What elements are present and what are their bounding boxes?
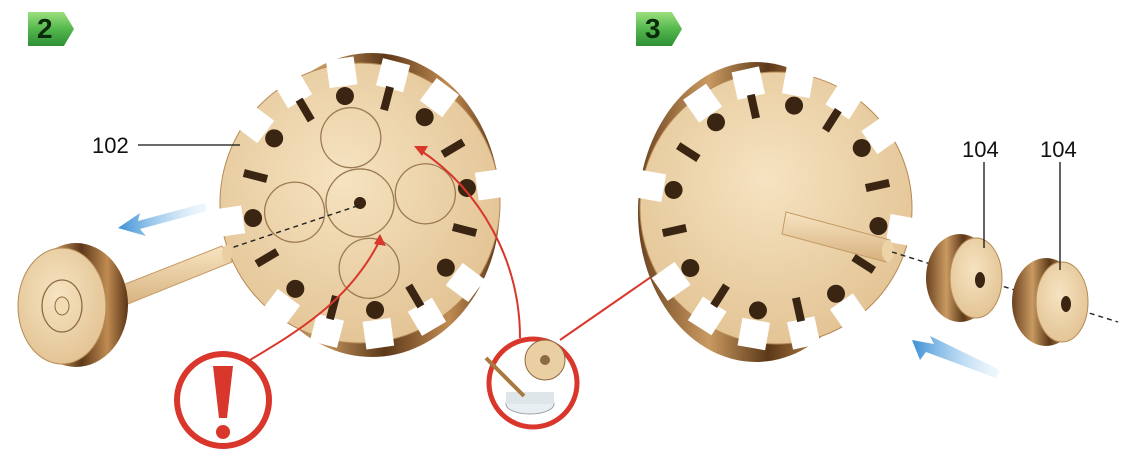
part-label-104-a: 104 [962, 137, 999, 163]
step-number-2: 2 [37, 13, 53, 44]
glue-tool-icon [486, 339, 577, 427]
warning-exclamation-icon [177, 354, 269, 446]
disk-assembled [611, 43, 940, 372]
axle-wheel [18, 243, 232, 367]
direction-arrow-icon [118, 203, 207, 236]
part-label-102: 102 [92, 133, 129, 159]
spacer-104-b [1012, 258, 1088, 346]
direction-arrow-icon-step3 [912, 336, 1000, 378]
step-number-3: 3 [645, 13, 661, 44]
spacer-104-a [926, 234, 1002, 322]
part-label-104-b: 104 [1040, 137, 1077, 163]
